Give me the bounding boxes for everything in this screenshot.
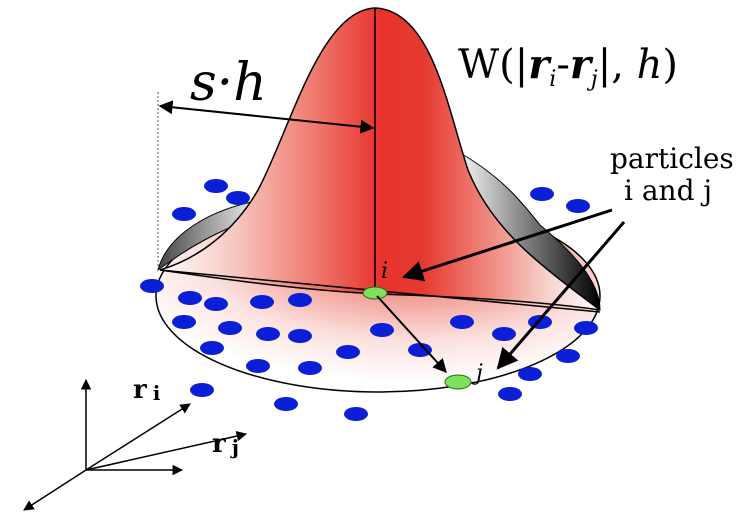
blue-particle bbox=[226, 191, 250, 205]
blue-particle bbox=[566, 199, 590, 213]
blue-particle bbox=[450, 315, 474, 329]
pointer-to-i bbox=[402, 208, 613, 282]
blue-particle bbox=[172, 315, 196, 329]
blue-particle bbox=[498, 387, 522, 401]
blue-particle bbox=[408, 343, 432, 357]
blue-particle bbox=[218, 321, 242, 335]
particle-i bbox=[362, 286, 388, 300]
blue-particle bbox=[344, 407, 368, 421]
blue-particle bbox=[190, 383, 214, 397]
blue-particle bbox=[574, 321, 598, 335]
blue-particle bbox=[298, 361, 322, 375]
blue-particle bbox=[288, 293, 312, 307]
particles-label-line1: particles bbox=[610, 142, 734, 175]
blue-particle bbox=[274, 397, 298, 411]
blue-particle bbox=[200, 341, 224, 355]
blue-particle bbox=[530, 187, 554, 201]
blue-particle bbox=[492, 327, 516, 341]
particles-label-line2: i and j bbox=[624, 174, 712, 207]
blue-particle bbox=[288, 329, 312, 343]
vector-ri-arrow bbox=[85, 403, 191, 471]
vector-rj-arrow bbox=[85, 430, 248, 471]
pointer-to-j bbox=[496, 221, 626, 370]
blue-particle bbox=[204, 179, 228, 193]
blue-particle bbox=[246, 359, 270, 373]
smoothing-length-arrow bbox=[158, 100, 375, 134]
blue-particle bbox=[178, 291, 202, 305]
particle-i-label: i bbox=[381, 259, 388, 284]
blue-particle bbox=[140, 279, 164, 293]
blue-particle bbox=[204, 297, 228, 311]
blue-particle bbox=[556, 349, 580, 363]
blue-particle bbox=[370, 323, 394, 337]
blue-particle bbox=[172, 207, 196, 221]
vector-i-to-j bbox=[376, 295, 447, 374]
particle-j bbox=[444, 374, 472, 390]
blue-particle bbox=[250, 295, 274, 309]
blue-particle bbox=[518, 367, 542, 381]
blue-particle bbox=[336, 345, 360, 359]
blue-particle bbox=[256, 327, 280, 341]
axis-z bbox=[23, 469, 87, 511]
kernel-function-label: W(|ri-rj|, h) bbox=[458, 41, 678, 92]
smoothing-length-label: s·h bbox=[190, 53, 267, 113]
